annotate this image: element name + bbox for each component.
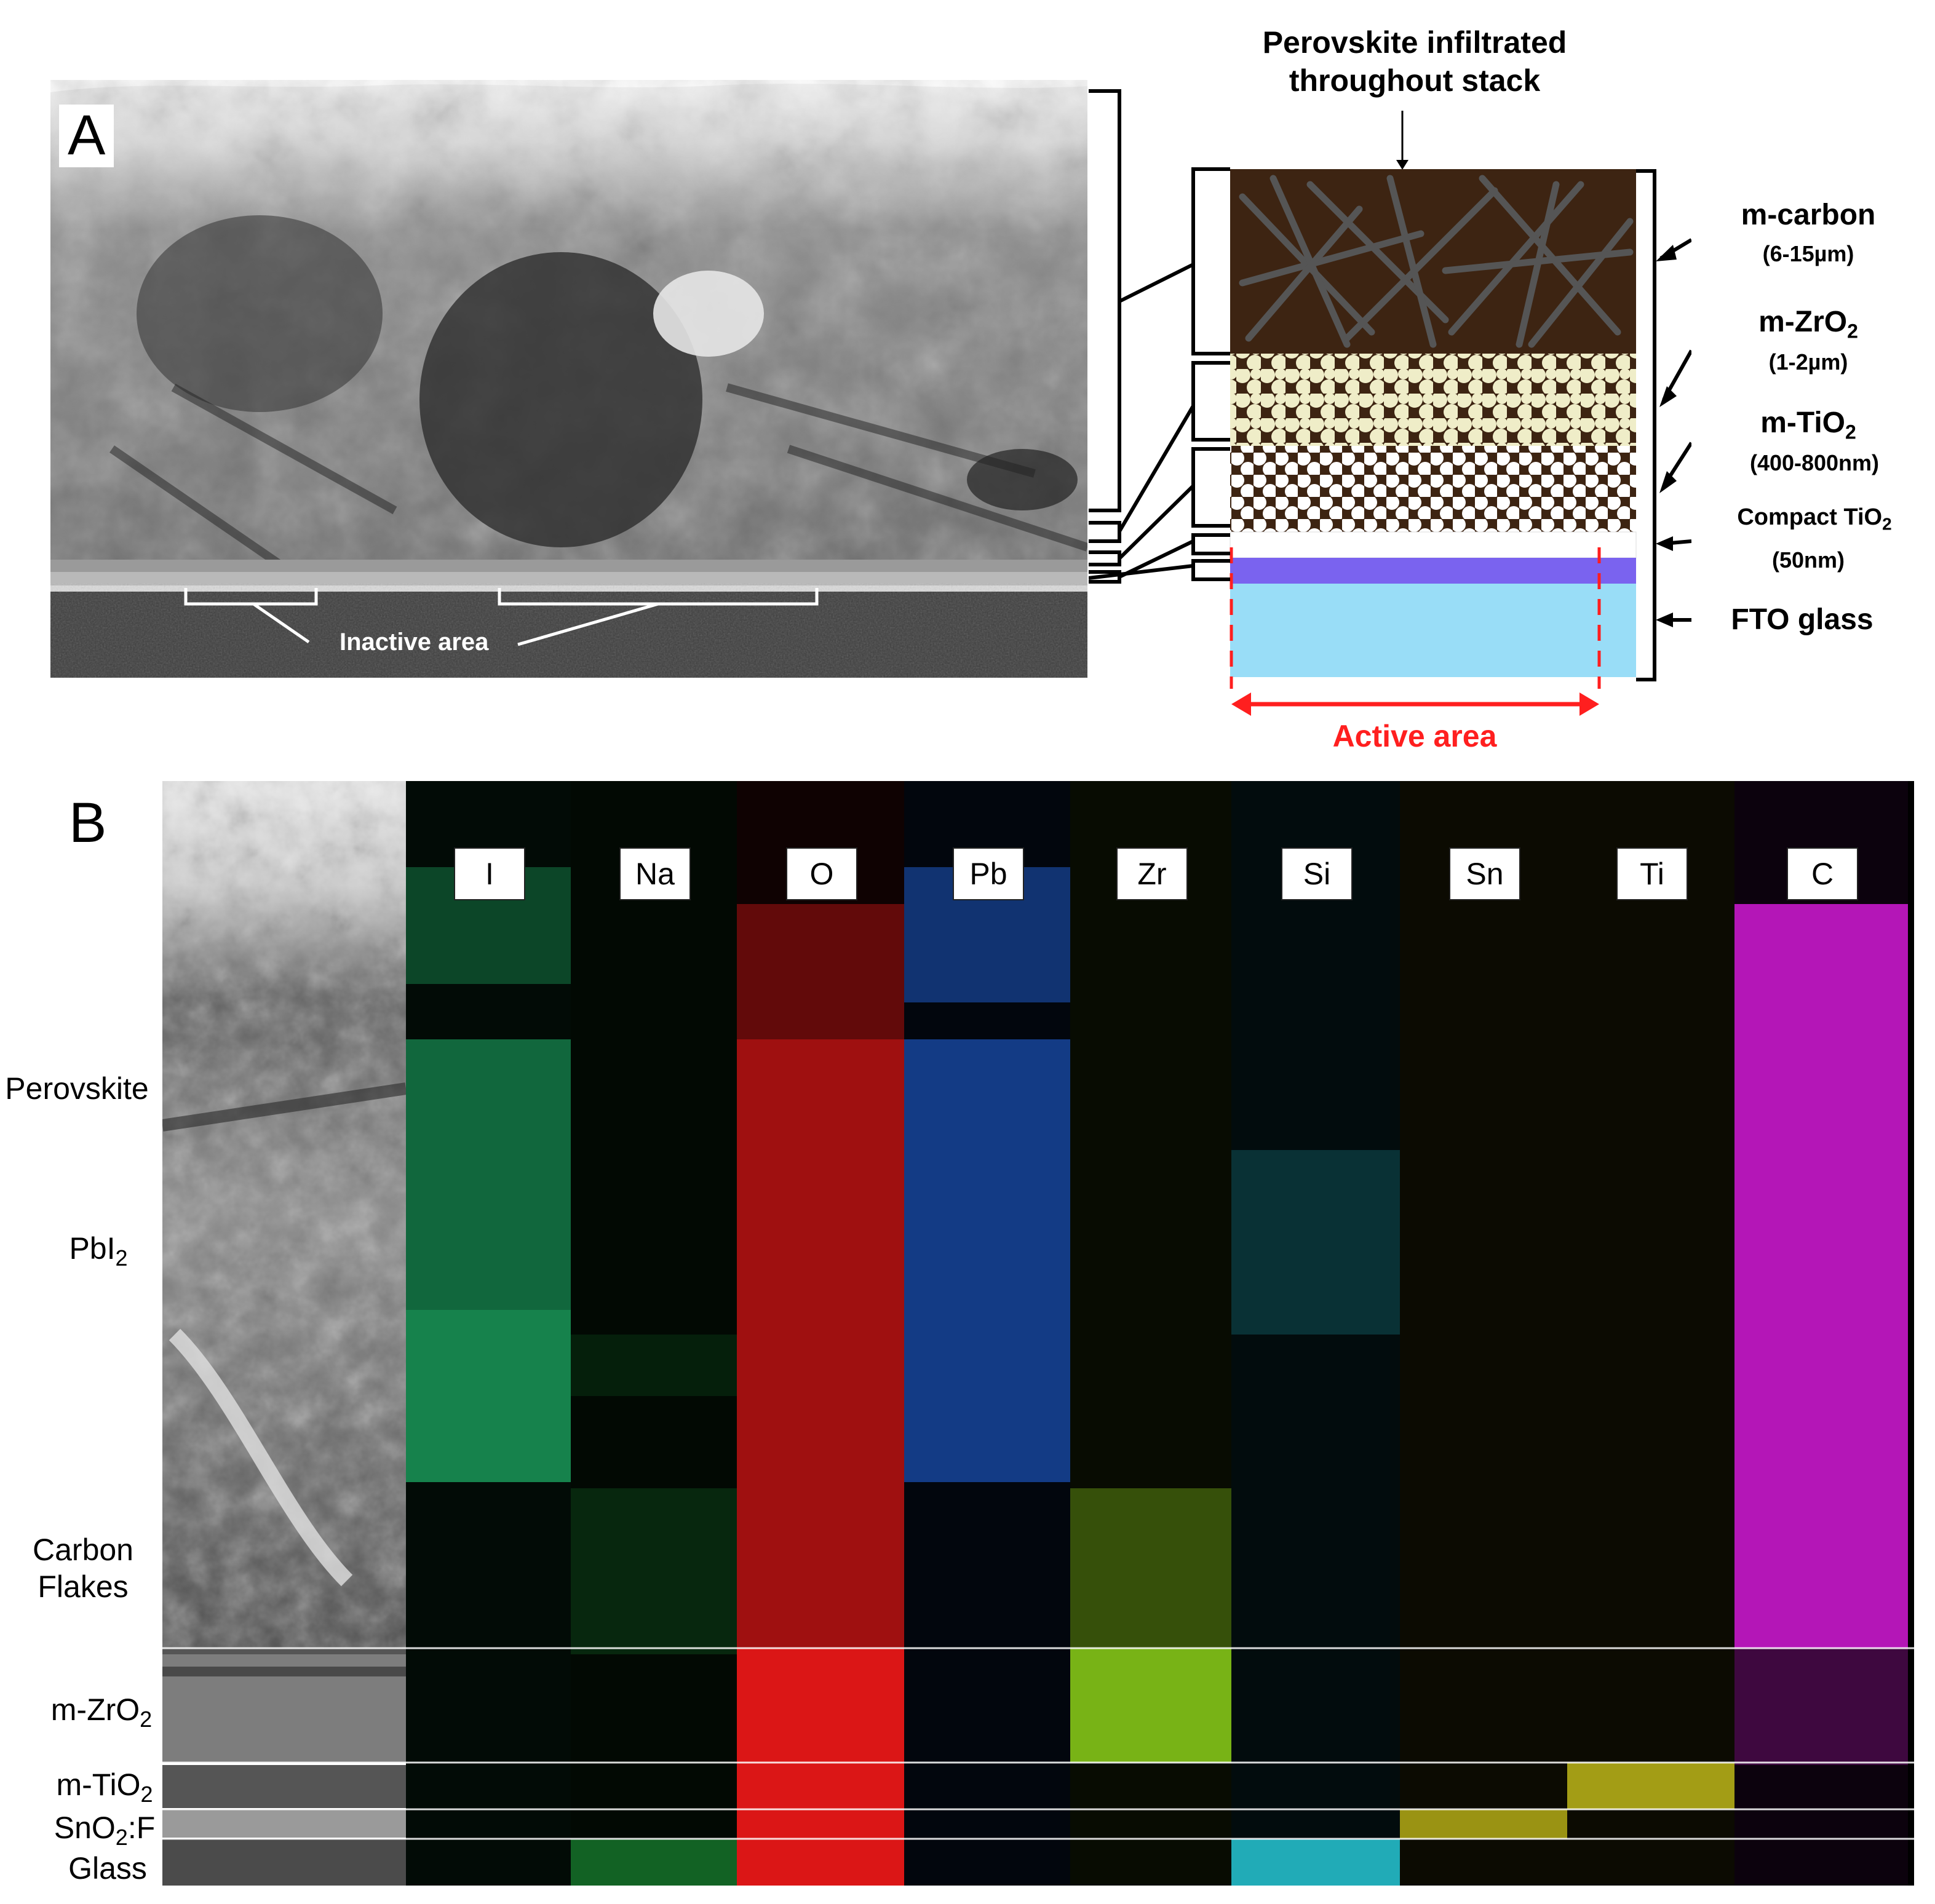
- carbon-line1: Carbon: [33, 1533, 133, 1567]
- element-label-si: Si: [1281, 847, 1353, 900]
- sem-strip-image: [162, 781, 406, 1886]
- sno2-tail: :F: [127, 1811, 156, 1845]
- row-label-m-zro2: m-ZrO2: [31, 1691, 172, 1732]
- carbon-line2: Flakes: [38, 1569, 129, 1604]
- zro2-base: m-ZrO: [1758, 306, 1848, 338]
- element-label-pb: Pb: [953, 847, 1024, 900]
- sno2-base: SnO: [54, 1811, 116, 1845]
- element-label-c: C: [1787, 847, 1858, 900]
- tio2-base: m-TiO: [1760, 407, 1845, 439]
- layer-label-fto-glass: FTO glass: [1731, 603, 1873, 636]
- compact-tio2-sub: 2: [1882, 514, 1892, 534]
- element-label-o: O: [786, 847, 857, 900]
- element-label-sn: Sn: [1449, 847, 1520, 900]
- m-tio2-base: m-TiO: [56, 1767, 141, 1802]
- infiltration-note: Perovskite infiltrated throughout stack: [1206, 23, 1624, 100]
- device-stack-schematic: [1191, 111, 1691, 716]
- inactive-area-label: Inactive area: [340, 629, 489, 656]
- row-label-sno2f: SnO2:F: [37, 1809, 172, 1850]
- panel-a-letter: A: [59, 105, 114, 167]
- compact-tio2-base: Compact TiO: [1737, 504, 1883, 530]
- layer-label-carbon: m-carbon: [1741, 199, 1876, 231]
- infiltration-note-line1: Perovskite infiltrated: [1262, 25, 1567, 60]
- active-area-label: Active area: [1332, 719, 1497, 753]
- layer-label-zro2: m-ZrO2: [1722, 305, 1894, 343]
- element-label-i: I: [454, 847, 525, 900]
- sno2-sub: 2: [115, 1825, 128, 1850]
- pbi2-sub: 2: [115, 1245, 128, 1271]
- element-label-zr: Zr: [1116, 847, 1188, 900]
- row-label-m-tio2: m-TiO2: [37, 1766, 172, 1807]
- layer-label-tio2: m-TiO2: [1722, 406, 1894, 444]
- m-zro2-sub: 2: [140, 1707, 153, 1732]
- row-label-pbi2: PbI2: [37, 1230, 160, 1271]
- row-label-perovskite: Perovskite: [5, 1071, 149, 1106]
- element-label-na: Na: [619, 847, 691, 900]
- tio2-sub: 2: [1845, 421, 1856, 443]
- layer-thickness-compact-tio2: (50nm): [1771, 547, 1845, 573]
- m-tio2-sub: 2: [140, 1782, 153, 1807]
- row-label-glass: Glass: [68, 1851, 147, 1886]
- panel-b-letter: B: [69, 791, 107, 854]
- strip-separators: [162, 1647, 406, 1840]
- layer-connector-brackets: [1089, 89, 1195, 584]
- layer-label-compact-tio2: Compact TiO2: [1716, 504, 1913, 534]
- infiltration-note-line2: throughout stack: [1289, 63, 1541, 98]
- sem-cross-section-image: [50, 80, 1087, 678]
- layer-thickness-carbon: (6-15µm): [1762, 241, 1854, 266]
- row-label-carbon-flakes: Carbon Flakes: [12, 1531, 154, 1605]
- m-zro2-base: m-ZrO: [50, 1692, 140, 1727]
- pbi2-base: PbI: [69, 1231, 116, 1266]
- element-label-ti: Ti: [1616, 847, 1688, 900]
- edx-map-strip: [406, 781, 1914, 1886]
- zro2-sub: 2: [1847, 320, 1858, 343]
- layer-thickness-zro2: (1-2µm): [1768, 349, 1848, 375]
- layer-thickness-tio2: (400-800nm): [1749, 450, 1880, 475]
